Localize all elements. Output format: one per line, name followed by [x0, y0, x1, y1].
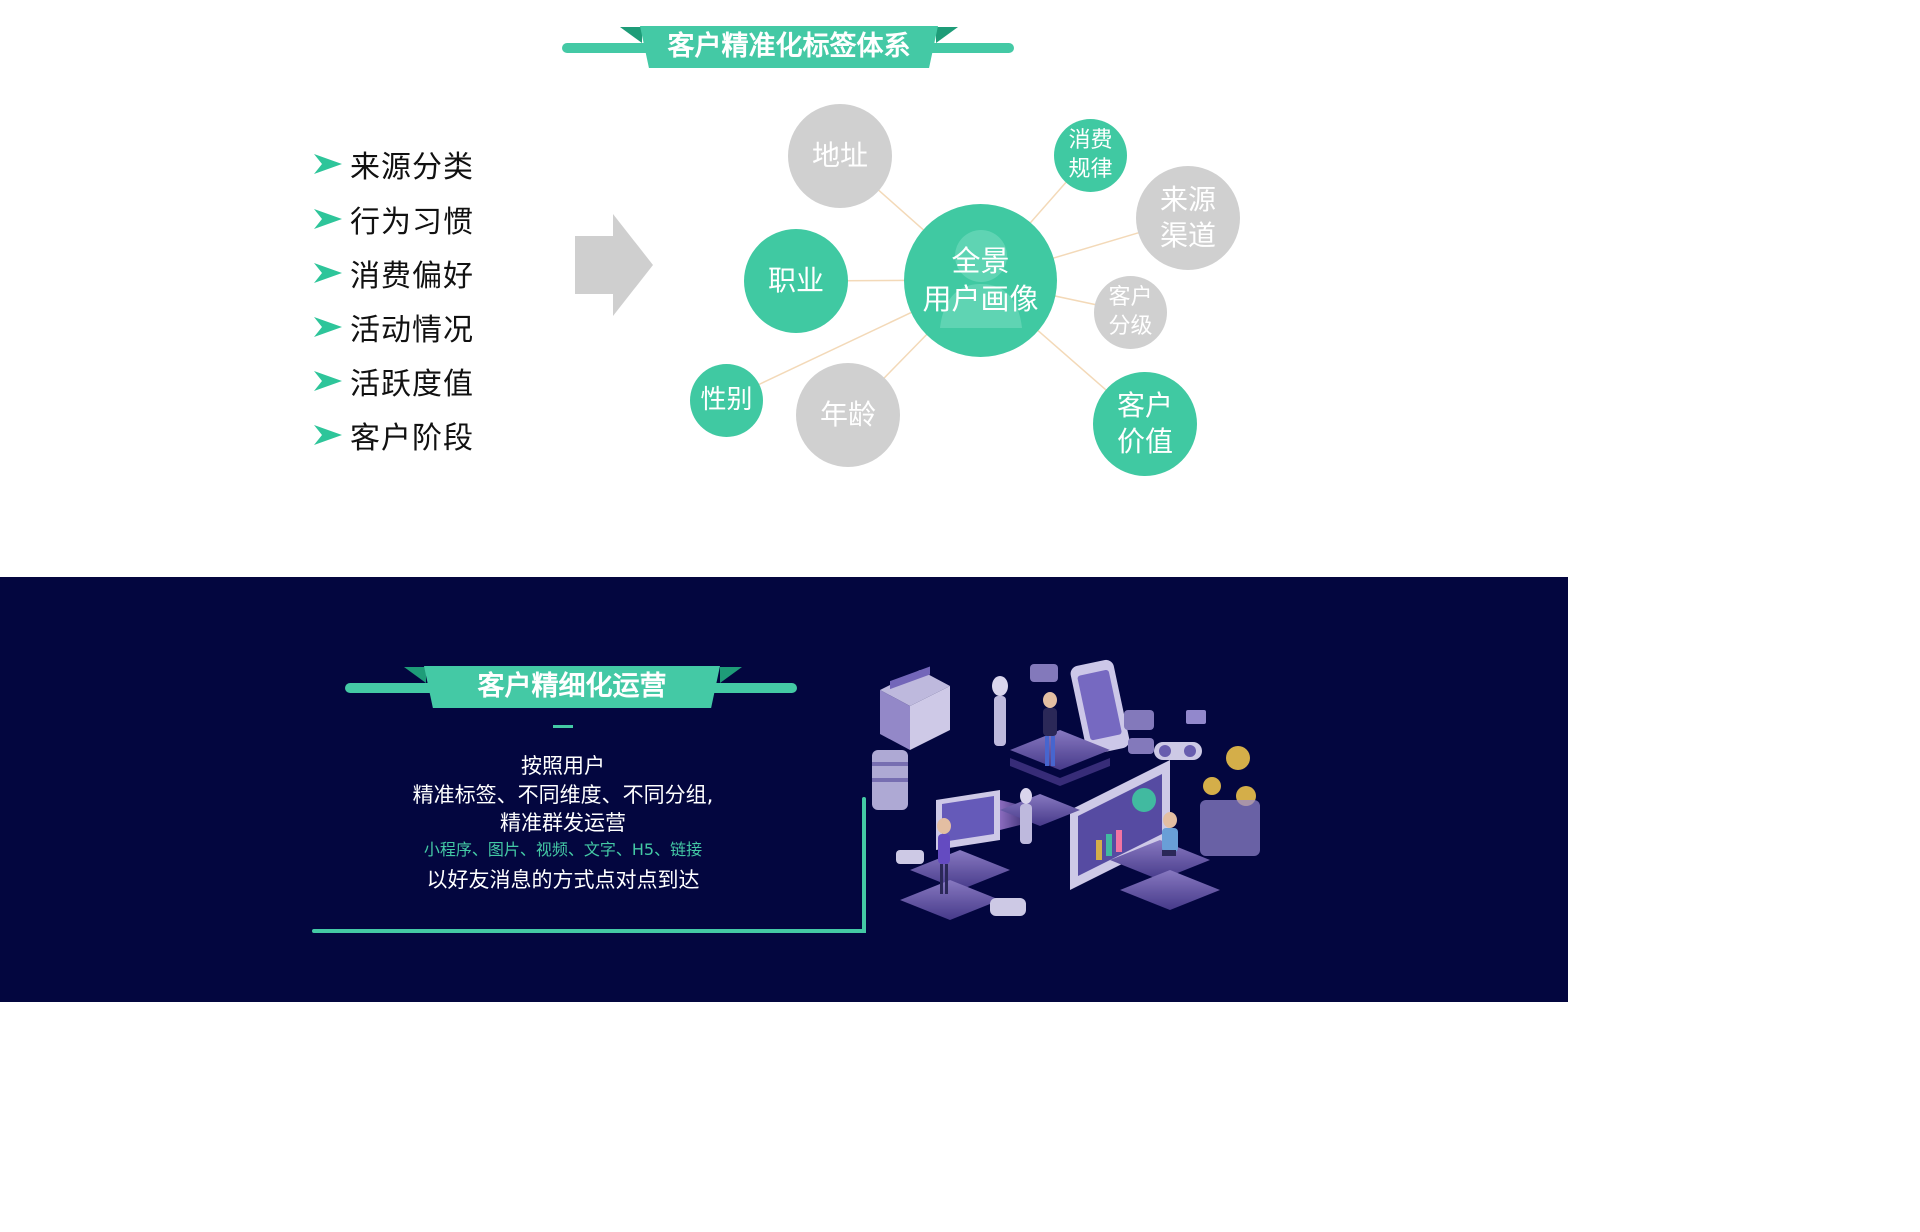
bottom-ribbon-fold-right: [720, 667, 742, 683]
center-node-line2: 用户画像: [922, 281, 1039, 316]
node-occupation-label: 职业: [767, 263, 824, 297]
node-customer-value-line1: 客户: [1116, 388, 1173, 422]
list-item: 消费偏好: [314, 251, 474, 295]
right-arrow-icon: [575, 214, 653, 316]
chevron-arrow-icon: [314, 317, 342, 337]
node-consumption-pattern: 消费 规律: [1054, 119, 1127, 192]
list-item: 活跃度值: [314, 359, 474, 403]
node-customer-grading-line1: 客户: [1108, 284, 1153, 310]
operations-text: 按照用户 精准标签、不同维度、不同分组, 精准群发运营 小程序、图片、视频、文字…: [380, 0, 746, 900]
list-item-label: 来源分类: [350, 150, 474, 185]
list-item: 行为习惯: [314, 197, 474, 241]
chevron-arrow-icon: [314, 209, 342, 229]
node-gender-label: 性别: [700, 384, 753, 415]
isometric-office-illustration: [872, 659, 1260, 920]
ops-line-2: 精准标签、不同维度、不同分组,: [412, 783, 714, 807]
top-ribbon-fold-right: [936, 27, 958, 43]
list-item-label: 活跃度值: [350, 367, 474, 402]
chevron-arrow-icon: [314, 154, 342, 174]
node-customer-value-line2: 价值: [1116, 425, 1173, 458]
center-node: 全景 用户画像: [904, 204, 1057, 357]
node-consumption-pattern-line1: 消费: [1068, 127, 1113, 153]
list-item-label: 消费偏好: [350, 259, 474, 294]
list-item-label: 活动情况: [350, 313, 474, 348]
list-item: 来源分类: [314, 142, 474, 186]
chevron-arrow-icon: [314, 371, 342, 391]
operations-section: [0, 577, 1568, 1002]
list-item: 活动情况: [314, 305, 474, 349]
chevron-arrow-icon: [314, 263, 342, 283]
node-customer-grading-line2: 分级: [1108, 313, 1153, 339]
node-address: 地址: [788, 104, 892, 208]
list-item-label: 客户阶段: [350, 421, 474, 456]
node-source-channel-line1: 来源: [1159, 182, 1216, 216]
user-silhouette-icon: [940, 230, 1022, 328]
center-node-line1: 全景: [951, 243, 1010, 278]
bottom-ribbon-fold-left: [404, 667, 426, 683]
node-occupation: 职业: [744, 229, 848, 333]
node-customer-grading: 客户 分级: [1094, 276, 1167, 349]
list-item: 客户阶段: [314, 413, 474, 457]
node-age-label: 年龄: [819, 397, 876, 431]
ops-line-channels: 小程序、图片、视频、文字、H5、链接: [423, 840, 703, 859]
node-gender: 性别: [690, 364, 763, 437]
node-address-label: 地址: [811, 138, 868, 172]
ops-line-5: 以好友消息的方式点对点到达: [426, 868, 700, 892]
chevron-arrow-icon: [314, 425, 342, 445]
node-customer-value: 客户 价值: [1093, 372, 1197, 476]
ops-line-1: 按照用户: [521, 754, 605, 778]
node-source-channel-line2: 渠道: [1159, 219, 1216, 252]
bottom-section-title: 客户精细化运营: [424, 666, 720, 708]
node-age: 年龄: [796, 363, 900, 467]
title-underline: [553, 725, 573, 728]
node-consumption-pattern-line2: 规律: [1068, 156, 1113, 182]
top-section-title: 客户精准化标签体系: [640, 26, 938, 68]
list-item-label: 行为习惯: [350, 205, 474, 240]
top-ribbon-fold-left: [620, 27, 642, 43]
ops-line-3: 精准群发运营: [500, 811, 626, 835]
node-source-channel: 来源 渠道: [1136, 166, 1240, 270]
bracket-line: [312, 797, 866, 933]
